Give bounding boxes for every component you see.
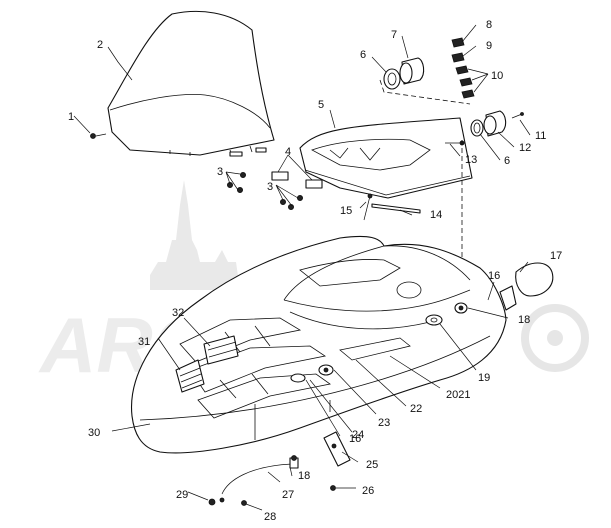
mirror-17: [499, 262, 554, 311]
gauge-ring-6b: [470, 119, 484, 137]
bolt-18-bottom: [291, 455, 297, 461]
callout-27: 27: [282, 489, 294, 501]
hood: [130, 235, 507, 454]
gauge-12: [483, 110, 507, 137]
callout-31: 31: [138, 336, 150, 348]
gauge-7: [399, 57, 425, 85]
callout-1: 1: [68, 111, 74, 123]
grommet-19: [425, 314, 443, 326]
screws-3-right: [279, 194, 303, 210]
gauge-ring-6a: [383, 68, 401, 90]
callout-16-top: 16: [488, 270, 500, 282]
callout-22: 22: [410, 403, 422, 415]
callout-6-top: 6: [360, 49, 366, 61]
bracket-25: [323, 431, 351, 467]
callout-16-bottom: 16: [349, 433, 361, 445]
callout-11: 11: [535, 130, 546, 142]
callout-29: 29: [176, 489, 188, 501]
switch-parts: [451, 37, 475, 99]
callout-28: 28: [264, 511, 276, 523]
callout-9: 9: [486, 40, 492, 52]
callout-2021: 2021: [446, 389, 470, 401]
callout-7: 7: [391, 29, 397, 41]
bolt-18-right: [454, 302, 468, 314]
callout-18-bottom: 18: [298, 470, 310, 482]
callout-14: 14: [430, 209, 442, 221]
callout-3-right: 3: [267, 181, 273, 193]
callout-6-bottom: 6: [504, 155, 510, 167]
callout-32: 32: [172, 307, 184, 319]
callout-3-left: 3: [217, 166, 223, 178]
callout-17: 17: [550, 250, 562, 262]
grommet-16: [290, 373, 306, 383]
callout-18-right: 18: [518, 314, 530, 326]
vent-louver-31: [175, 359, 205, 393]
callout-24: 24: [352, 429, 364, 441]
callout-10: 10: [491, 70, 503, 82]
pin-11: [511, 112, 524, 119]
screws-3-left: [226, 171, 246, 193]
leader-lines: [73, 24, 531, 511]
callout-12: 12: [519, 142, 531, 154]
callout-8: 8: [486, 19, 492, 31]
callout-13: 13: [465, 154, 477, 166]
callout-26: 26: [362, 485, 374, 497]
grommet-24: [318, 364, 334, 376]
callout-19: 19: [478, 372, 490, 384]
console: [299, 117, 473, 199]
callouts: 2 1 3 3 4 5 6 6 7 8 9 10 11 12 13 14 15 …: [68, 19, 562, 523]
screw-26: [330, 485, 336, 491]
clips-4: [271, 171, 323, 189]
vent-louver-32: [203, 335, 239, 365]
callout-30: 30: [88, 427, 100, 439]
callout-25: 25: [366, 459, 378, 471]
callout-23: 23: [378, 417, 390, 429]
callout-5: 5: [318, 99, 324, 111]
callout-15: 15: [340, 205, 352, 217]
bolt-15: [363, 193, 373, 221]
windshield-screw-1: [90, 133, 107, 139]
latch-part-28: [241, 500, 247, 506]
windshield: [107, 10, 275, 157]
callout-2: 2: [97, 39, 103, 51]
latch-part-29: [208, 497, 225, 506]
strip-14: [371, 203, 421, 214]
callout-4: 4: [285, 146, 291, 158]
